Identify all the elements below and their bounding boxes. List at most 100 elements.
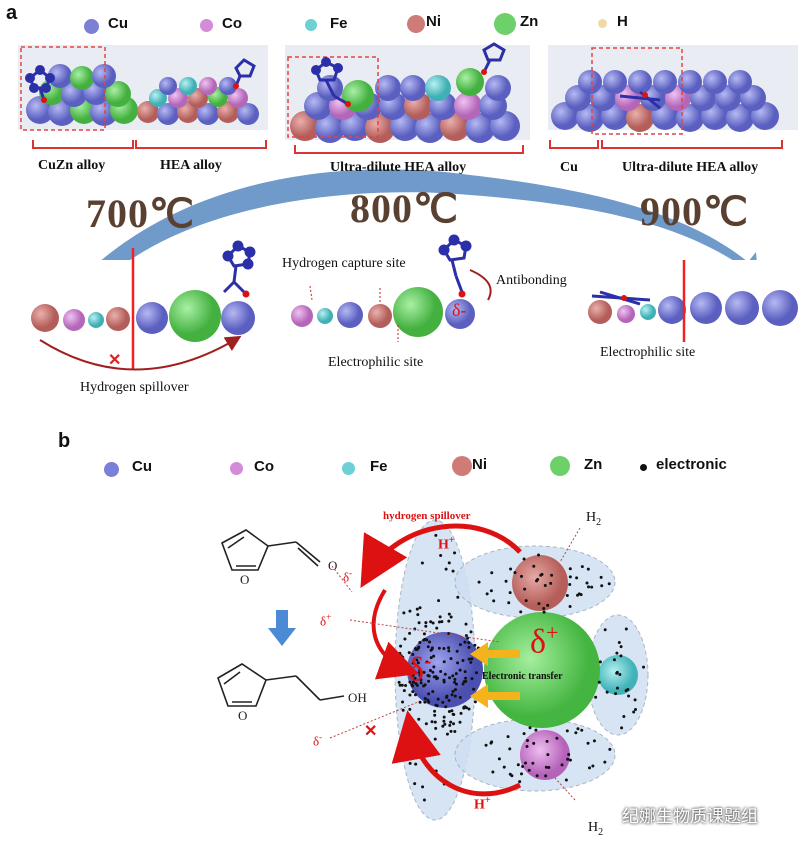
electron-dot [451, 712, 455, 716]
label-electronic-transfer: Electronic transfer [482, 671, 563, 682]
electron-dot [408, 761, 412, 765]
electron-dot [438, 615, 442, 619]
electron-dot [419, 681, 423, 685]
electron-dot [443, 722, 447, 726]
electron-dot [618, 672, 622, 676]
furfural-molecule [221, 529, 321, 571]
legend-b-electronic-swatch [640, 464, 647, 471]
atom-ni [512, 555, 568, 611]
electron-dot [620, 726, 624, 730]
electron-dot [415, 607, 419, 611]
electron-dot [444, 705, 448, 709]
electron-dot [401, 700, 405, 704]
electron-dot [568, 567, 572, 571]
electron-dot [534, 728, 538, 732]
electron-dot [423, 683, 427, 687]
label-oh: OH [348, 690, 367, 705]
electron-dot [415, 683, 419, 687]
electron-dot [599, 575, 603, 579]
electron-dot [408, 609, 412, 613]
electron-dot [458, 668, 462, 672]
electron-dot [456, 595, 460, 599]
slab-cuzn-hea [18, 45, 268, 131]
electron-dot [619, 654, 623, 658]
electron-dot [422, 798, 426, 802]
label-ultra-dilute-1: Ultra-dilute HEA alloy [330, 160, 467, 175]
electron-dot [532, 564, 536, 568]
panel-a-atom-rows: ✕ [31, 234, 798, 371]
electron-dot [433, 713, 437, 717]
electron-dot [402, 689, 406, 693]
electron-dot [579, 593, 583, 597]
label-delta-plus-zn: δ+ [530, 620, 559, 661]
electron-dot [568, 575, 572, 579]
label-h2-top: H2 [586, 510, 602, 528]
electron-dot [555, 736, 559, 740]
electron-dot [434, 533, 438, 537]
electron-dot [506, 735, 510, 739]
electron-dot [507, 601, 511, 605]
atom-cu [407, 632, 483, 708]
electron-dot [598, 660, 602, 664]
electron-dot [458, 696, 462, 700]
electron-dot [432, 665, 436, 669]
electron-dot [447, 698, 451, 702]
electron-dot [615, 686, 619, 690]
electron-dot [605, 690, 609, 694]
electron-dot [447, 619, 451, 623]
electron-dot [408, 631, 412, 635]
electron-dot [442, 719, 446, 723]
electron-dot [544, 774, 548, 778]
electron-dot [516, 763, 520, 767]
electron-dot [400, 683, 404, 687]
electron-dot [592, 739, 596, 743]
electron-dot [608, 747, 612, 751]
legend-cu-swatch [84, 19, 99, 34]
electron-dot [542, 610, 546, 614]
electron-dot [522, 557, 526, 561]
panel-b-letter: b [58, 430, 71, 452]
electron-dot [455, 682, 459, 686]
legend-b-cu-swatch [104, 462, 119, 477]
atom-co [520, 730, 570, 780]
electron-dot [401, 708, 405, 712]
legend-h-label: H [617, 13, 628, 30]
label-hydrogen-spillover-a: Hydrogen spillover [80, 380, 189, 395]
label-hydrogen-capture-site: Hydrogen capture site [282, 256, 406, 271]
electron-dot [448, 676, 452, 680]
label-electrophilic-site-900: Electrophilic site [600, 345, 696, 360]
label-h-plus-top: H+ [438, 535, 455, 553]
electron-dot [427, 679, 431, 683]
electron-dot [624, 689, 628, 693]
electron-dot [425, 638, 429, 642]
electron-dot [466, 636, 470, 640]
electron-dot [568, 758, 572, 762]
electron-dot [449, 720, 453, 724]
electron-dot [474, 671, 478, 675]
label-delta-plus-small: δ+ [320, 612, 332, 629]
label-delta-minus-bottom: δ- [313, 732, 323, 749]
electron-dot [508, 747, 512, 751]
electron-dot [398, 651, 402, 655]
electron-dot [549, 581, 553, 585]
electron-dot [411, 690, 415, 694]
electron-dot [398, 683, 402, 687]
electron-dot [508, 772, 512, 776]
electron-dot [560, 763, 564, 767]
electron-dot [527, 768, 531, 772]
electron-dot [513, 571, 517, 575]
electron-dot [433, 709, 437, 713]
electron-dot [489, 741, 493, 745]
electron-dot [525, 745, 529, 749]
electron-dot [431, 670, 435, 674]
electron-dot [473, 643, 477, 647]
electron-dot [633, 698, 637, 702]
electron-dot [426, 645, 430, 649]
legend-b-co-label: Co [254, 458, 274, 475]
legend-co-label: Co [222, 15, 242, 32]
electron-dot [443, 672, 447, 676]
electron-dot [518, 780, 522, 784]
electron-dot [580, 728, 584, 732]
temperature-800: 800℃ [350, 186, 459, 231]
electron-dot [427, 692, 431, 696]
